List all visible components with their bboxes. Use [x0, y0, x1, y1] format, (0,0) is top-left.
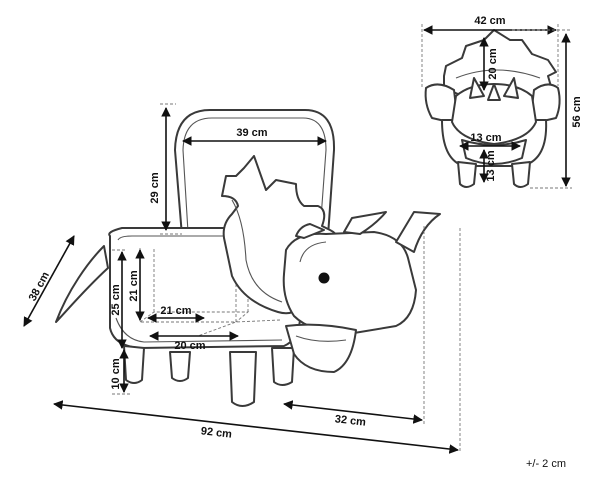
- front-dimensions: 42 cm 20 cm 56 cm 13 cm 13 cm: [421, 15, 583, 189]
- label-total-height: 56 cm: [571, 96, 583, 127]
- frill-inner: [231, 199, 283, 303]
- head-seam: [299, 241, 327, 263]
- head: [282, 231, 417, 335]
- eye: [318, 272, 330, 284]
- label-frill-height: 20 cm: [487, 48, 499, 79]
- dim-line-total-length: [53, 400, 459, 454]
- dim-line-depth: [23, 235, 75, 327]
- leg-front-left: [229, 351, 257, 407]
- label-lid-height: 29 cm: [149, 172, 161, 203]
- front-horn-right: [503, 77, 519, 99]
- leg-mid: [169, 351, 191, 382]
- nose-horn: [395, 211, 441, 253]
- jaw: [285, 323, 357, 373]
- tail: [55, 245, 109, 323]
- label-total-width: 42 cm: [474, 15, 505, 27]
- leg-front-right: [271, 347, 295, 386]
- label-depth: 38 cm: [27, 270, 52, 303]
- jaw-seam: [295, 335, 347, 342]
- dim-line-head-length: [283, 400, 423, 424]
- label-storage-height: 25 cm: [110, 284, 122, 315]
- front-leg-right: [511, 161, 531, 188]
- label-face-height: 13 cm: [485, 150, 497, 181]
- label-total-length: 92 cm: [200, 425, 233, 440]
- label-inner-width: 20 cm: [174, 340, 205, 352]
- tolerance-note: +/- 2 cm: [526, 458, 566, 470]
- side-dimensions: 29 cm 39 cm 38 cm 25 cm 21 cm 21 cm 20 c…: [23, 103, 461, 454]
- leg-rear: [123, 345, 145, 384]
- front-leg-left: [457, 161, 477, 188]
- label-head-length: 32 cm: [334, 413, 367, 428]
- label-lid-width: 39 cm: [236, 127, 267, 139]
- label-leg-height: 10 cm: [110, 358, 122, 389]
- front-nose-horn: [487, 83, 501, 101]
- label-storage-depth: 21 cm: [128, 270, 140, 301]
- label-face-width: 13 cm: [470, 132, 501, 144]
- label-inner-depth: 21 cm: [160, 305, 191, 317]
- front-frill-inner: [455, 69, 541, 79]
- brow-horn-left: [295, 223, 325, 239]
- body-rim: [117, 235, 284, 241]
- front-horn-left: [469, 77, 485, 99]
- brow-horn-right: [343, 211, 387, 235]
